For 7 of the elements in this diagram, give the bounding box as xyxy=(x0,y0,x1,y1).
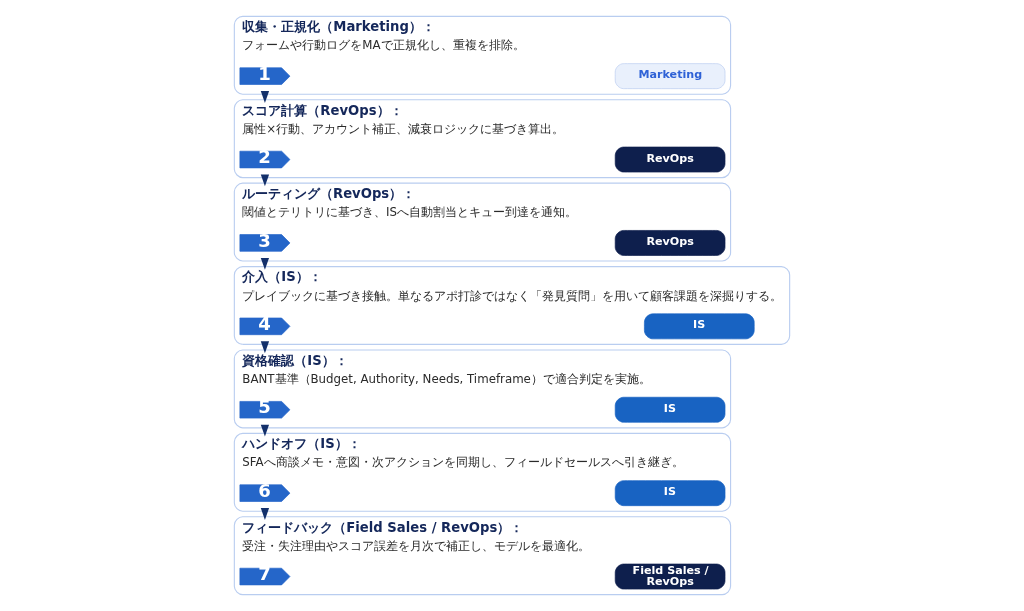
node-box: IS xyxy=(644,313,755,340)
node-box: Field Sales / RevOps xyxy=(614,563,726,590)
node-box: IS xyxy=(614,480,726,507)
node-box: IS xyxy=(614,396,726,423)
node-box: Marketing xyxy=(614,63,726,89)
node-box: RevOps xyxy=(614,230,726,256)
node-box: RevOps xyxy=(614,146,726,173)
